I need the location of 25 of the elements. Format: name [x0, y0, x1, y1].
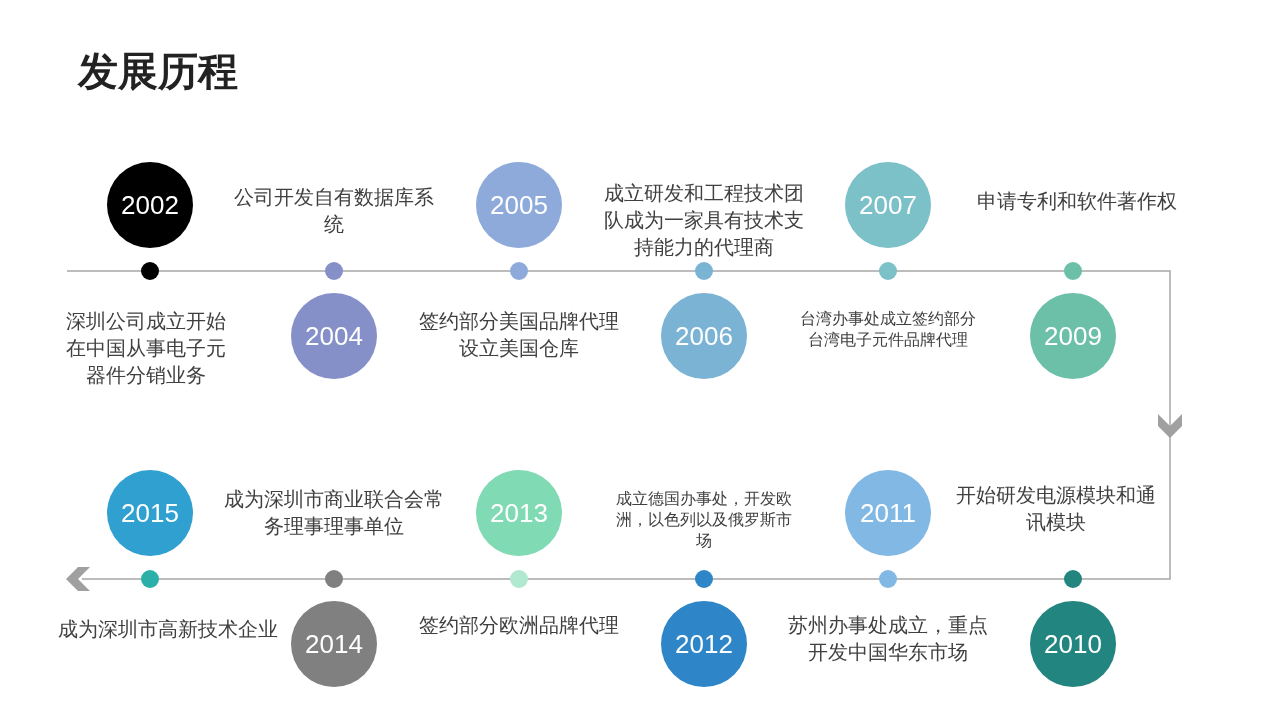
year-circle: 2011 [845, 470, 931, 556]
milestone-text: 苏州办事处成立，重点开发中国华东市场 [787, 612, 989, 666]
year-circle: 2004 [291, 293, 377, 379]
year-circle: 2009 [1030, 293, 1116, 379]
milestone-text: 签约部分美国品牌代理设立美国仓库 [418, 308, 620, 362]
milestone-text: 开始研发电源模块和通讯模块 [955, 482, 1157, 536]
milestone-text: 签约部分欧洲品牌代理 [418, 612, 620, 639]
year-circle: 2005 [476, 162, 562, 248]
year-circle: 2010 [1030, 601, 1116, 687]
milestone-text: 深圳公司成立开始在中国从事电子元器件分销业务 [65, 308, 227, 389]
milestone-text: 台湾办事处成立签约部分台湾电子元件品牌代理 [799, 308, 977, 350]
year-circle: 2006 [661, 293, 747, 379]
milestone-text: 成立德国办事处，开发欧洲，以色列以及俄罗斯市场 [615, 488, 793, 551]
year-circle: 2015 [107, 470, 193, 556]
year-circle: 2013 [476, 470, 562, 556]
milestone-text: 公司开发自有数据库系统 [233, 184, 435, 238]
milestone-text: 成立研发和工程技术团队成为一家具有技术支持能力的代理商 [603, 180, 805, 261]
page-title: 发展历程 [78, 47, 238, 96]
milestone-text: 申请专利和软件著作权 [976, 188, 1178, 215]
year-circle: 2012 [661, 601, 747, 687]
year-circle: 2002 [107, 162, 193, 248]
milestone-text: 成为深圳市高新技术企业 [57, 616, 279, 643]
year-circle: 2014 [291, 601, 377, 687]
year-circle: 2007 [845, 162, 931, 248]
milestone-text: 成为深圳市商业联合会常务理事理事单位 [223, 486, 445, 540]
